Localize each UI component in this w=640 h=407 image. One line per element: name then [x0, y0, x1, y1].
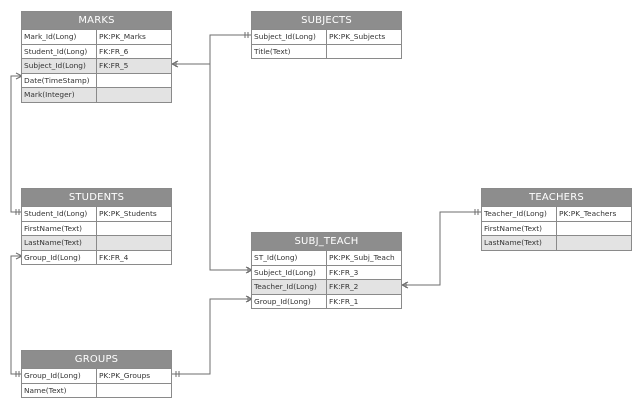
field-name: Mark_Id(Long)	[22, 30, 97, 44]
field-key: FK:FR_6	[99, 46, 129, 56]
field-row[interactable]: Subject_Id(Long)FK:FR_3	[252, 264, 401, 280]
field-name: Teacher_Id(Long)	[252, 280, 327, 294]
field-name: Teacher_Id(Long)	[482, 207, 557, 221]
field-row[interactable]: Teacher_Id(Long)PK:PK_Teachers	[482, 206, 631, 221]
rel-subjteach-teachers	[401, 209, 482, 289]
entity-title: MARKS	[22, 12, 171, 29]
field-name: Subject_Id(Long)	[252, 30, 327, 44]
field-key	[97, 222, 171, 236]
field-key: PK:PK_Subj_Teach	[329, 253, 395, 262]
field-key: PK:PK_Groups	[99, 371, 151, 380]
field-row[interactable]: Group_Id(Long)PK:PK_Groups	[22, 368, 171, 383]
rel-marks-subjects	[171, 32, 252, 68]
field-row[interactable]: Group_Id(Long)FK:FR_1	[252, 293, 401, 309]
field-key: PK:PK_Teachers	[559, 209, 617, 218]
field-row[interactable]: LastName(Text)	[482, 235, 631, 250]
field-key	[97, 88, 171, 102]
entity-title: SUBJECTS	[252, 12, 401, 29]
field-row[interactable]: Mark_Id(Long)PK:PK_Marks	[22, 29, 171, 44]
rel-subjteach-groups	[172, 295, 253, 377]
field-name: Subject_Id(Long)	[22, 59, 97, 73]
field-name: FirstName(Text)	[482, 221, 557, 236]
field-key: FK:FR_1	[329, 296, 359, 306]
field-row[interactable]: Student_Id(Long)PK:PK_Students	[22, 206, 171, 221]
field-key	[557, 222, 631, 236]
field-name: Group_Id(Long)	[22, 369, 97, 383]
field-name: Title(Text)	[252, 44, 327, 59]
entity-title: TEACHERS	[482, 189, 631, 206]
field-row[interactable]: LastName(Text)	[22, 235, 171, 250]
field-name: Name(Text)	[22, 383, 97, 398]
field-row[interactable]: FirstName(Text)	[22, 220, 171, 236]
field-row[interactable]: Student_Id(Long)FK:FR_6	[22, 43, 171, 59]
field-name: Mark(Integer)	[22, 88, 97, 102]
field-key: FK:FR_4	[99, 252, 129, 262]
field-key	[327, 45, 401, 59]
field-row[interactable]: Name(Text)	[22, 382, 171, 398]
field-row[interactable]: Subject_Id(Long)PK:PK_Subjects	[252, 29, 401, 44]
field-row[interactable]: Subject_Id(Long)FK:FR_5	[22, 58, 171, 73]
field-key	[97, 236, 171, 250]
field-key	[97, 74, 171, 88]
field-key: FK:FR_2	[329, 282, 359, 292]
field-name: Subject_Id(Long)	[252, 265, 327, 280]
field-row[interactable]: Teacher_Id(Long)FK:FR_2	[252, 279, 401, 294]
entity-title: STUDENTS	[22, 189, 171, 206]
field-name: Student_Id(Long)	[22, 207, 97, 221]
field-row[interactable]: Group_Id(Long)FK:FR_4	[22, 249, 171, 265]
field-key: FK:FR_3	[329, 267, 359, 277]
field-key	[557, 236, 631, 250]
field-name: Group_Id(Long)	[22, 250, 97, 265]
field-name: ST_Id(Long)	[252, 251, 327, 265]
field-key: FK:FR_5	[99, 61, 129, 71]
field-row[interactable]: Title(Text)	[252, 43, 401, 59]
field-key: PK:PK_Marks	[99, 32, 146, 41]
field-name: LastName(Text)	[22, 236, 97, 250]
field-row[interactable]: Mark(Integer)	[22, 87, 171, 102]
field-row[interactable]: ST_Id(Long)PK:PK_Subj_Teach	[252, 250, 401, 265]
field-name: Student_Id(Long)	[22, 44, 97, 59]
field-key: PK:PK_Students	[99, 209, 157, 218]
entity-title: GROUPS	[22, 351, 171, 368]
field-row[interactable]: FirstName(Text)	[482, 220, 631, 236]
field-name: FirstName(Text)	[22, 221, 97, 236]
field-name: Date(TimeStamp)	[22, 73, 97, 88]
rel-subjteach-subjects	[209, 64, 253, 274]
field-key	[97, 384, 171, 398]
field-name: LastName(Text)	[482, 236, 557, 250]
field-row[interactable]: Date(TimeStamp)	[22, 72, 171, 88]
field-name: Group_Id(Long)	[252, 294, 327, 309]
entity-title: SUBJ_TEACH	[252, 233, 401, 250]
field-key: PK:PK_Subjects	[329, 32, 386, 41]
